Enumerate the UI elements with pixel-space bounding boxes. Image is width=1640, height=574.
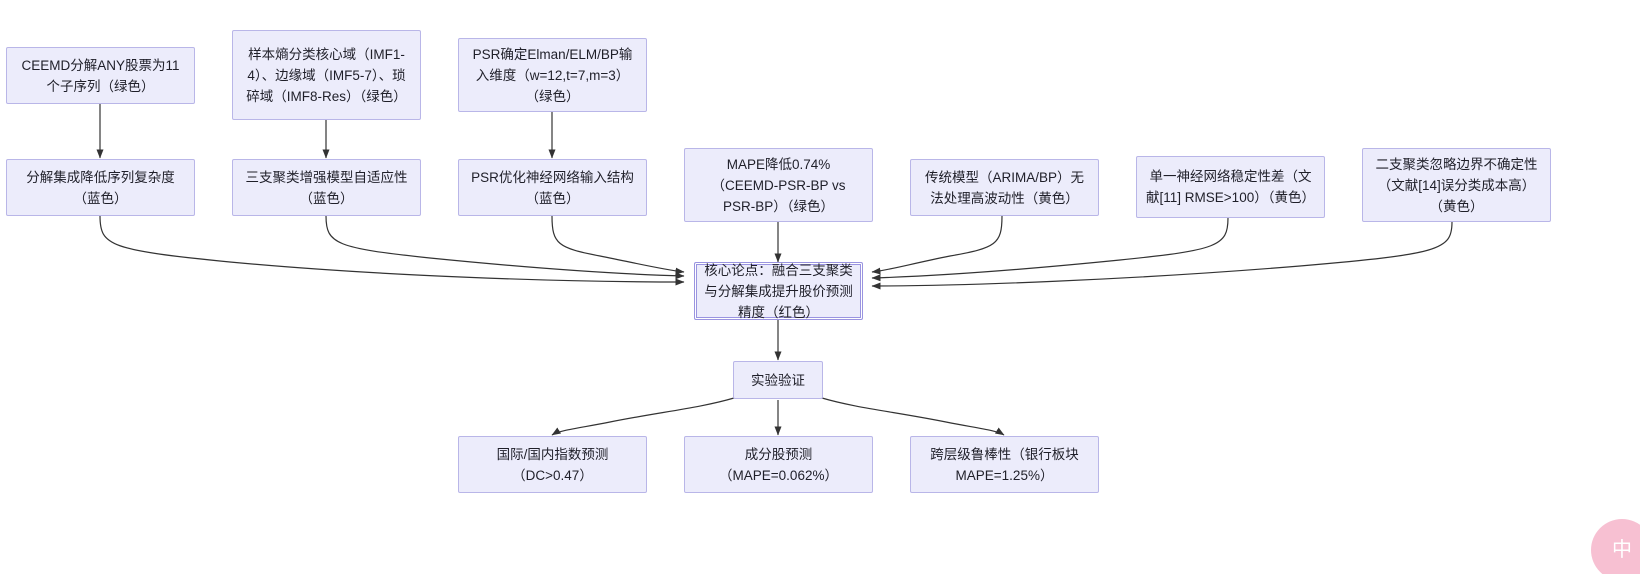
watermark-badge: 中	[1591, 519, 1640, 574]
edge-decomp-to-core	[99, 215, 685, 286]
node-cross-level-robust[interactable]: 跨层级鲁棒性（银行板块MAPE=1.25%）	[910, 436, 1099, 493]
node-psr-structure[interactable]: PSR优化神经网络输入结构（蓝色）	[458, 159, 647, 216]
node-constituent-forecast[interactable]: 成分股预测（MAPE=0.062%）	[684, 436, 873, 493]
edge-psrstruct-to-core	[551, 215, 685, 275]
node-sample-entropy[interactable]: 样本熵分类核心域（IMF1-4）、边缘域（IMF5-7）、琐碎域（IMF8-Re…	[232, 30, 421, 120]
node-three-way-adapt[interactable]: 三支聚类增强模型自适应性（蓝色）	[232, 159, 421, 216]
node-arima-limit[interactable]: 传统模型（ARIMA/BP）无法处理高波动性（黄色）	[910, 159, 1099, 216]
edge-validation-to-index	[551, 397, 735, 436]
node-index-forecast[interactable]: 国际/国内指数预测（DC>0.47）	[458, 436, 647, 493]
edge-twowayboundary-to-core	[871, 221, 1453, 290]
node-decomp-complexity[interactable]: 分解集成降低序列复杂度（蓝色）	[6, 159, 195, 216]
node-mape-drop[interactable]: MAPE降低0.74%（CEEMD-PSR-BP vs PSR-BP）（绿色）	[684, 148, 873, 222]
edge-arimalimit-to-core	[871, 215, 1003, 275]
watermark-text: 中	[1612, 539, 1632, 561]
node-core-claim[interactable]: 核心论点：融合三支聚类与分解集成提升股价预测精度（红色）	[694, 262, 863, 320]
edge-nninstability-to-core	[871, 217, 1229, 282]
node-two-way-boundary[interactable]: 二支聚类忽略边界不确定性（文献[14]误分类成本高）（黄色）	[1362, 148, 1551, 222]
edge-threeway-to-core	[325, 215, 685, 280]
node-ceemd[interactable]: CEEMD分解ANY股票为11个子序列（绿色）	[6, 47, 195, 104]
node-nn-instability[interactable]: 单一神经网络稳定性差（文献[11] RMSE>100）（黄色）	[1136, 156, 1325, 218]
edge-validation-to-robust	[821, 397, 1005, 436]
node-psr-dim[interactable]: PSR确定Elman/ELM/BP输入维度（w=12,t=7,m=3）（绿色）	[458, 38, 647, 112]
node-experiment-validation[interactable]: 实验验证	[733, 361, 823, 399]
